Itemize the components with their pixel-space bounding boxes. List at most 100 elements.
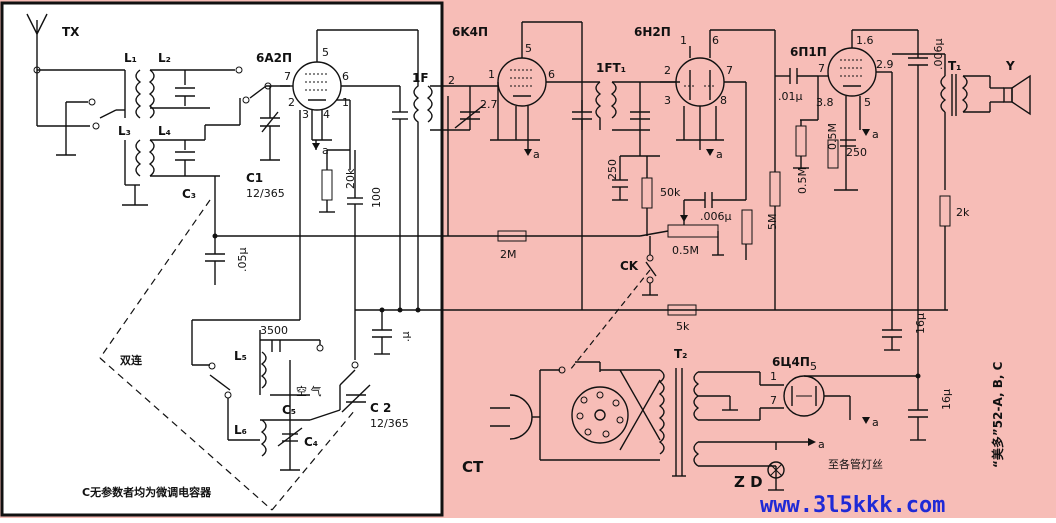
website-watermark: www.3l5kkk.com <box>760 493 945 518</box>
pin-label: 7 <box>284 70 291 83</box>
value-cu: .μ <box>399 332 412 343</box>
resistor-5m <box>741 209 753 245</box>
pin-label: 7 <box>770 394 777 407</box>
tube-6h2p-label: 6H2П <box>634 25 671 39</box>
filament-label: a <box>716 148 723 161</box>
power-switch <box>642 236 658 296</box>
junction-dot <box>397 307 403 313</box>
value-250b: 250 <box>846 146 867 159</box>
coil-l3 <box>135 139 142 177</box>
pin-label: 8 <box>720 94 727 107</box>
power-transformer <box>658 368 810 491</box>
value-2k: 2k <box>956 206 970 219</box>
band-switch-contact <box>224 391 232 399</box>
label-ct: CT <box>462 458 484 476</box>
junction-dot <box>212 233 218 239</box>
junction-dot <box>415 307 421 313</box>
filament-label: a <box>533 148 540 161</box>
junction-dot <box>379 307 385 313</box>
plate-load-wiring <box>774 30 790 310</box>
value-c006: .006μ <box>700 210 732 223</box>
filament-arrow <box>706 149 714 156</box>
tube-6a2p-label: 6A2П <box>256 51 292 65</box>
label-l3: L₃ <box>118 124 131 138</box>
coil-l2 <box>148 69 155 119</box>
left-panel-frame <box>0 1 444 517</box>
label-l4: L₄ <box>158 124 171 138</box>
label-tx: TX <box>62 25 80 39</box>
grid-resistor-wiring <box>793 120 809 169</box>
pin-label: 7 <box>818 62 825 75</box>
band-switch-contact <box>316 344 324 352</box>
mains-wiring <box>539 361 661 461</box>
label-l6: L₆ <box>234 423 247 437</box>
filament-arrow <box>862 417 870 424</box>
pin-label: 1 <box>488 68 495 81</box>
value-16b: 16μ <box>940 389 953 410</box>
pin-label: 1 <box>342 96 349 109</box>
pin-label: 5 <box>864 96 871 109</box>
pin-label: 3 <box>664 94 671 107</box>
pin-label: 3 <box>302 108 309 121</box>
value-c3500: 3500 <box>260 324 288 337</box>
coil-l6 <box>260 419 267 457</box>
label-l2: L₂ <box>158 51 171 65</box>
filter-cap-1 <box>882 310 902 351</box>
pin-label: 2 <box>288 96 295 109</box>
rectifier-wiring <box>760 375 918 420</box>
tube-6c4p-label: 6Ц4П <box>772 355 810 369</box>
label-t2: T₂ <box>674 347 687 361</box>
band-switch-contact <box>235 66 243 74</box>
value-01u: .01μ <box>778 90 803 103</box>
output-transformer <box>892 30 991 190</box>
footnote: C无参数者均为微调电容器 <box>82 485 212 499</box>
if-transformer-1f <box>392 30 433 310</box>
value-c1: 12/365 <box>246 187 285 200</box>
label-t1: T₁ <box>948 59 961 73</box>
band-switch-contact <box>351 361 359 369</box>
junction-dot <box>915 373 921 379</box>
pin-label: 2 <box>448 74 455 87</box>
tube1-wiring <box>280 29 418 320</box>
pin-label: 5 <box>322 46 329 59</box>
power-switch-contact <box>558 366 566 374</box>
value-r38: 3.8 <box>816 96 834 109</box>
tube4-wiring <box>800 29 918 310</box>
filament-label: a <box>818 438 825 451</box>
tube-6k4p-label: 6K4П <box>452 25 488 39</box>
input-wiring <box>36 69 125 156</box>
capacitor-c4 <box>277 427 303 447</box>
filament-label: a <box>872 416 879 429</box>
label-c5: C₅ <box>282 403 296 417</box>
pin-label: 1 <box>680 34 687 47</box>
capacitor-01u <box>789 68 818 84</box>
pin-label: 4 <box>323 108 330 121</box>
label-l5: L₅ <box>234 349 247 363</box>
speaker-icon <box>1003 74 1031 116</box>
value-20k: 20k <box>344 168 357 189</box>
value-c2: 12/365 <box>370 417 409 430</box>
l4-wiring <box>122 98 241 206</box>
value-05m-c: 0.5M <box>826 123 839 150</box>
coil-l1 <box>135 69 142 119</box>
tube2-wiring <box>490 21 600 310</box>
antenna-symbol <box>26 13 48 70</box>
cathode-cap <box>840 139 856 147</box>
speaker-wire <box>990 87 1004 103</box>
capacitor-100 <box>347 150 363 310</box>
label-ift1: 1FT₁ <box>596 61 626 75</box>
value-c05u: .05μ <box>236 248 249 273</box>
filament-label: a <box>872 128 879 141</box>
filament-arrow <box>312 143 320 150</box>
l2-wiring <box>124 69 235 118</box>
tube-6p1p-label: 6П1П <box>790 45 827 59</box>
label-c3: C₃ <box>182 187 196 201</box>
filament-supply-arrow <box>808 438 816 446</box>
coil-l5 <box>260 351 267 389</box>
value-05m-b: 0.5M <box>796 167 809 194</box>
capacitor-05u <box>205 176 225 285</box>
lamps-note: 至各管灯丝 <box>828 457 883 471</box>
resistor-20k <box>319 149 350 213</box>
